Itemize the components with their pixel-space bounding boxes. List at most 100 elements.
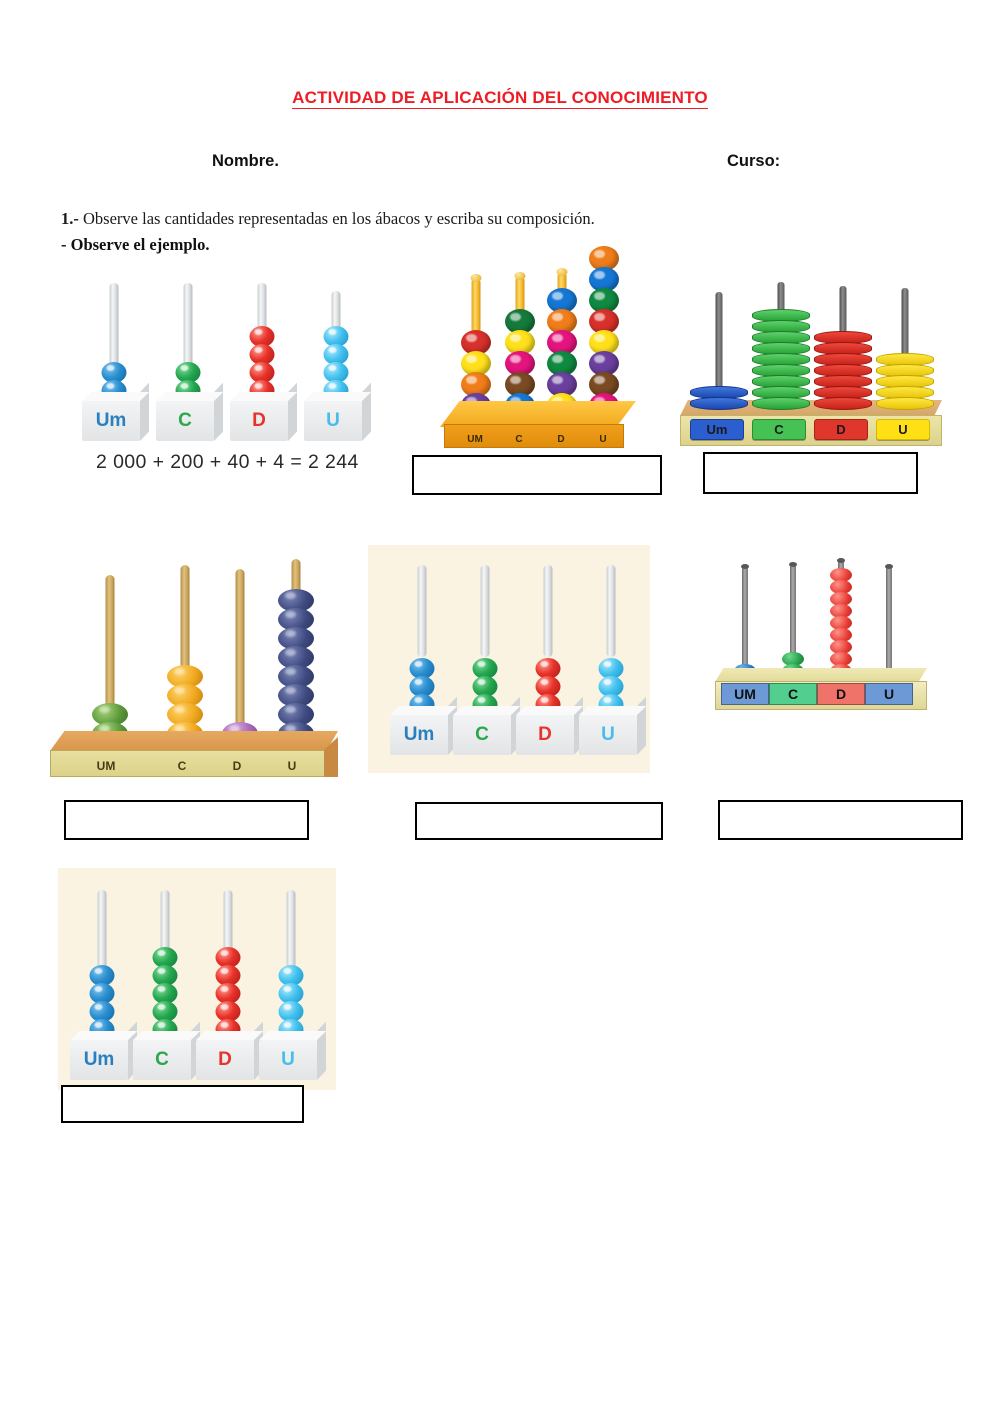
- place-label-d: D: [232, 759, 242, 773]
- place-label-u: U: [281, 1049, 295, 1070]
- abacus-5: Um C D: [390, 565, 640, 755]
- answer-box-1[interactable]: [412, 455, 662, 495]
- place-label-c: C: [178, 410, 192, 431]
- answer-box-3[interactable]: [64, 800, 309, 840]
- rod: [606, 565, 616, 657]
- bead-stack: [152, 947, 178, 1040]
- pedestal: U: [304, 401, 362, 441]
- abacus-column-um: Um: [82, 283, 146, 441]
- rod: [715, 292, 723, 410]
- bead-stack: [547, 288, 577, 418]
- peg: [235, 569, 245, 745]
- place-label-um: UM: [467, 434, 483, 445]
- pedestal: Um: [82, 401, 140, 441]
- place-label-c: C: [177, 759, 187, 773]
- abacus-column-c: C: [156, 283, 220, 441]
- place-label-u: U: [865, 683, 913, 705]
- place-label-u: U: [876, 419, 930, 440]
- bead: [409, 676, 435, 697]
- bead: [830, 568, 852, 582]
- peg: [180, 565, 190, 745]
- pedestal: U: [259, 1040, 317, 1080]
- bead: [278, 589, 314, 612]
- bead: [89, 1001, 115, 1022]
- bead: [323, 344, 349, 365]
- bead: [323, 326, 349, 347]
- place-label-um: Um: [690, 419, 744, 440]
- instruction-number: 1.-: [61, 209, 79, 228]
- course-field-label: Curso:: [727, 152, 781, 170]
- abacus-2: UM C D U: [440, 246, 640, 448]
- bead: [278, 646, 314, 669]
- disc-stack: [814, 331, 872, 410]
- bead-stack: [589, 246, 619, 418]
- bead: [278, 703, 314, 726]
- abacus-column-u: U: [304, 283, 368, 441]
- pedestal: D: [196, 1040, 254, 1080]
- pedestal: D: [516, 715, 574, 755]
- bead-stack: [278, 965, 304, 1040]
- bead: [278, 665, 314, 688]
- bead-stack: [461, 330, 491, 418]
- place-label-u: U: [287, 759, 297, 773]
- rod: [223, 890, 233, 952]
- rod: [183, 283, 193, 373]
- place-label-c: C: [515, 434, 523, 445]
- disc-stack: [752, 309, 810, 410]
- pedestal: U: [579, 715, 637, 755]
- bead: [472, 658, 498, 679]
- bead-stack: [323, 326, 349, 401]
- place-label-um: Um: [403, 724, 435, 745]
- disc: [752, 397, 810, 410]
- place-label-d: D: [538, 724, 552, 745]
- answer-box-2[interactable]: [703, 452, 918, 494]
- bead: [249, 326, 275, 347]
- abacus-column-d: D: [230, 283, 294, 441]
- peg: [105, 575, 115, 745]
- place-label-um: Um: [83, 1049, 115, 1070]
- answer-box-5[interactable]: [718, 800, 963, 840]
- answer-box-4[interactable]: [415, 802, 663, 840]
- rod: [885, 564, 893, 678]
- disc-stack: [876, 353, 934, 410]
- bead: [830, 580, 852, 594]
- abacus-column-um: Um: [70, 890, 134, 1080]
- base-top: [440, 401, 636, 427]
- place-label-u: U: [599, 434, 607, 445]
- bead: [535, 676, 561, 697]
- rod: [109, 283, 119, 373]
- bead: [167, 665, 203, 688]
- rod: [480, 565, 490, 657]
- rod: [901, 288, 909, 410]
- pedestal: Um: [70, 1040, 128, 1080]
- place-label-u: U: [326, 410, 340, 431]
- place-label-c: C: [155, 1049, 169, 1070]
- bead: [278, 608, 314, 631]
- place-label-d: D: [814, 419, 868, 440]
- abacus-column-d: D: [196, 890, 260, 1080]
- bead-stack: [249, 326, 275, 401]
- bead: [830, 640, 852, 654]
- rod: [257, 283, 267, 337]
- bead-stack: [167, 665, 203, 745]
- bead: [830, 616, 852, 630]
- pedestal: D: [230, 401, 288, 441]
- place-label-d: D: [557, 434, 565, 445]
- bead: [167, 684, 203, 707]
- instruction-line-2: - Observe el ejemplo.: [61, 235, 210, 254]
- abacus-base: UM C D U: [50, 729, 338, 777]
- rod: [160, 890, 170, 952]
- answer-box-6[interactable]: [61, 1085, 304, 1123]
- abacus-example: Um C D: [78, 283, 368, 441]
- bead: [782, 652, 804, 666]
- bead: [535, 658, 561, 679]
- disc: [814, 397, 872, 410]
- bead: [278, 684, 314, 707]
- bead: [249, 344, 275, 365]
- bead: [830, 628, 852, 642]
- abacus-base: UM C D U: [715, 664, 927, 710]
- bead: [152, 965, 178, 986]
- bead: [152, 983, 178, 1004]
- place-label-c: C: [752, 419, 806, 440]
- base-top: [715, 668, 927, 682]
